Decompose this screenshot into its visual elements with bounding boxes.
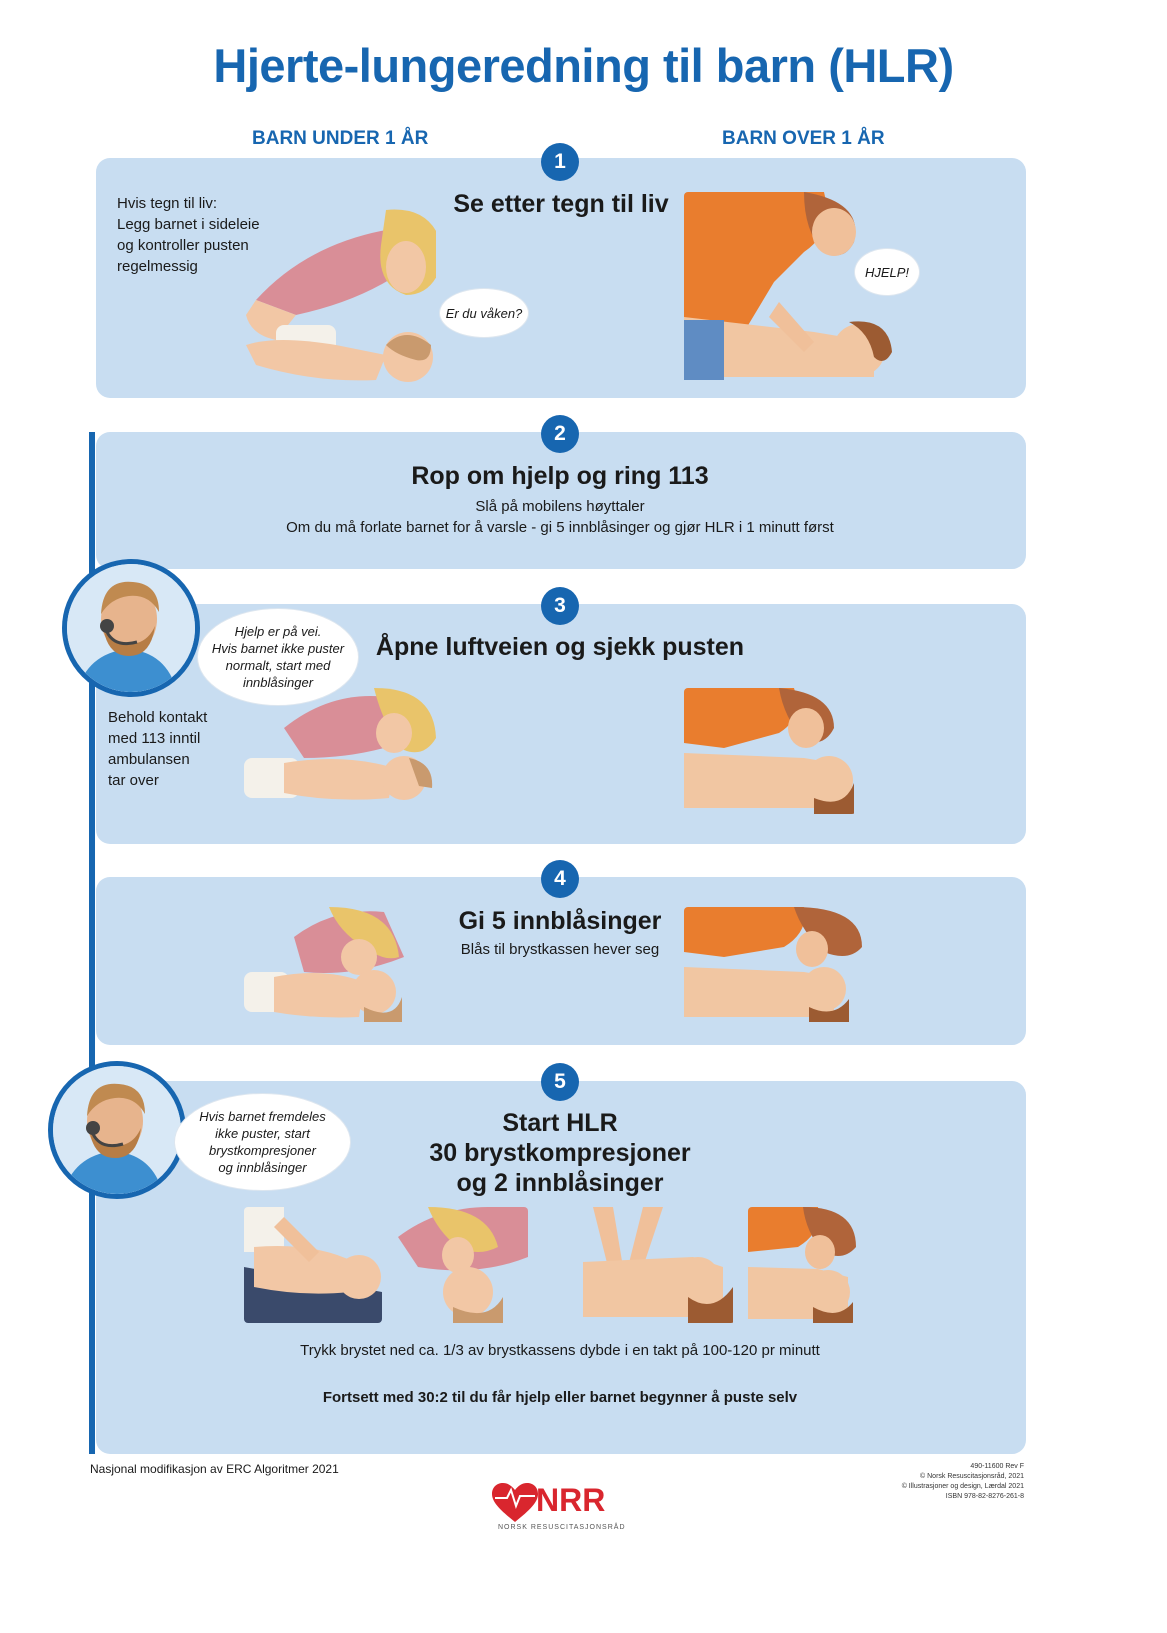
dispatcher-bubble-step-5: Hvis barnet fremdeles ikke puster, start…: [175, 1094, 350, 1190]
poster-title: Hjerte-lungeredning til barn (HLR): [213, 39, 954, 92]
sub-line: Om du må forlate barnet for å varsle - g…: [286, 519, 834, 536]
column-head-over-1: BARN OVER 1 ÅR: [722, 128, 885, 149]
step-4-badge: 4: [541, 860, 579, 898]
meta-line: © Illustrasjoner og design, Lærdal 2021: [901, 1483, 1024, 1490]
step-3-badge: 3: [541, 587, 579, 625]
heading-line: Start HLR: [502, 1109, 618, 1137]
nrr-logo: NRR NORSK RESUSCITASJONSRÅD: [490, 1480, 630, 1540]
sub-line: Slå på mobilens høyttaler: [475, 498, 645, 515]
column-head-under-1: BARN UNDER 1 ÅR: [252, 128, 429, 149]
step-2-heading: Rop om hjelp og ring 113: [411, 462, 709, 490]
side-line: ambulansen: [108, 751, 190, 768]
step-4-subtext: Blås til brystkassen hever seg: [460, 941, 660, 958]
side-line: regelmessig: [117, 258, 198, 275]
dispatcher-headset-icon: [67, 564, 195, 692]
step-3-side-text: Behold kontakt med 113 inntil ambulansen…: [108, 707, 228, 791]
bubble-line: og innblåsinger: [218, 1160, 307, 1175]
dispatcher-avatar: [62, 559, 200, 697]
meta-line: © Norsk Resuscitasjonsråd, 2021: [920, 1473, 1024, 1480]
step-4-heading: Gi 5 innblåsinger: [458, 907, 662, 935]
illustration-child-breaths: [684, 907, 864, 1022]
illustration-infant-check: [246, 209, 436, 382]
meta-line: 490-11600 Rev F: [970, 1463, 1024, 1470]
dispatcher-bubble-step-3: Hjelp er på vei. Hvis barnet ikke puster…: [198, 609, 358, 705]
heart-icon: [492, 1483, 538, 1522]
side-line: tar over: [108, 772, 159, 789]
bubble-line: brystkompresjoner: [209, 1143, 316, 1158]
side-line: og kontroller pusten: [117, 237, 249, 254]
step-1-heading: Se etter tegn til liv: [453, 190, 669, 218]
side-line: Hvis tegn til liv:: [117, 195, 218, 212]
illustration-infant-breaths: [244, 907, 404, 1022]
step-5-continue-text: Fortsett med 30:2 til du får hjelp eller…: [322, 1389, 798, 1406]
logo-text: NRR: [536, 1482, 606, 1518]
meta-line: ISBN 978-82-8276-261-8: [945, 1493, 1024, 1500]
bubble-line: ikke puster, start: [215, 1126, 310, 1141]
side-line: Legg barnet i sideleie: [117, 216, 260, 233]
illustration-infant-compressions: [244, 1207, 382, 1323]
step-4-panel: [96, 877, 1026, 1045]
bubble-line: normalt, start med: [225, 658, 331, 673]
step-5-subtext: Trykk brystet ned ca. 1/3 av brystkassen…: [300, 1342, 820, 1359]
heading-line: og 2 innblåsinger: [456, 1169, 664, 1197]
illustration-child-compressions: [583, 1207, 735, 1323]
illustration-infant-breaths-cpr: [398, 1207, 528, 1323]
timeline-line: [89, 432, 95, 1454]
speech-bubble-er-du-vaken: Er du våken?: [440, 289, 528, 337]
speech-bubble-hjelp: HJELP!: [855, 249, 919, 295]
step-2-badge: 2: [541, 415, 579, 453]
step-5-badge: 5: [541, 1063, 579, 1101]
illustration-child-check: [684, 192, 896, 384]
side-line: Behold kontakt: [108, 709, 208, 726]
bubble-line: Hvis barnet ikke puster: [211, 641, 345, 656]
step-3-heading: Åpne luftveien og sjekk pusten: [375, 633, 745, 661]
step-1-side-text: Hvis tegn til liv: Legg barnet i sidelei…: [117, 193, 267, 277]
illustration-child-breaths-cpr: [748, 1207, 856, 1323]
footer-meta: 490-11600 Rev F © Norsk Resuscitasjonsrå…: [880, 1462, 1024, 1502]
dispatcher-headset-icon: [53, 1066, 181, 1194]
dispatcher-avatar: [48, 1061, 186, 1199]
bubble-line: innblåsinger: [242, 675, 314, 690]
illustration-child-airway: [684, 688, 856, 814]
illustration-infant-airway: [244, 688, 436, 800]
bubble-line: Hvis barnet fremdeles: [199, 1109, 326, 1124]
footer-note: Nasjonal modifikasjon av ERC Algoritmer …: [90, 1462, 339, 1476]
side-line: med 113 inntil: [108, 730, 201, 747]
logo-subtitle: NORSK RESUSCITASJONSRÅD: [498, 1524, 626, 1531]
step-1-badge: 1: [541, 143, 579, 181]
bubble-line: Hjelp er på vei.: [234, 624, 322, 639]
heading-line: 30 brystkompresjoner: [429, 1139, 691, 1167]
step-2-subtext: Slå på mobilens høyttaler Om du må forla…: [160, 496, 960, 538]
step-5-heading: Start HLR 30 brystkompresjoner og 2 innb…: [380, 1108, 740, 1198]
step-2-panel: [96, 432, 1026, 569]
